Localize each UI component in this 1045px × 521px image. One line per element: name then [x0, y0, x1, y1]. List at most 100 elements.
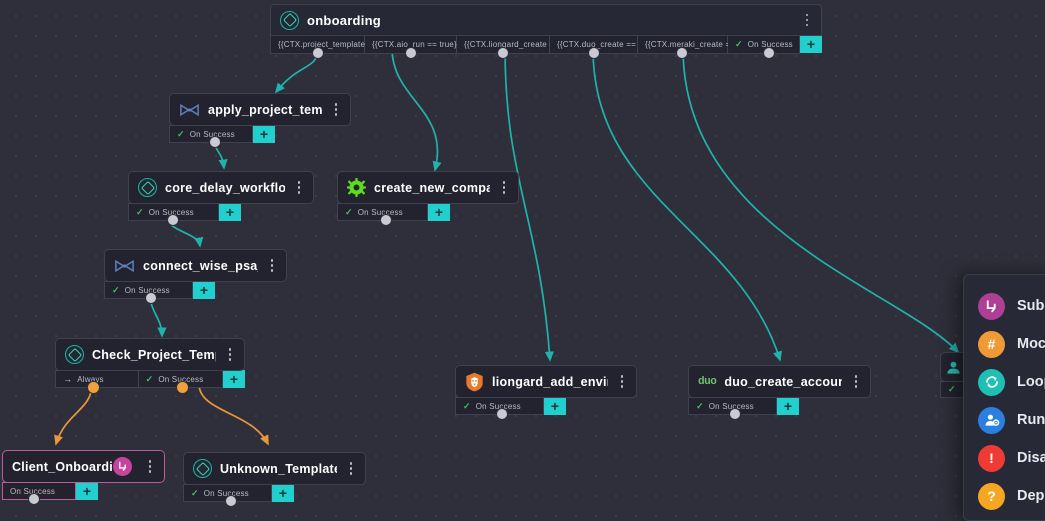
node-menu-button[interactable]	[222, 345, 238, 365]
port-connector-dot[interactable]	[589, 48, 599, 58]
node-header[interactable]: core_delay_workflow_for_...	[128, 171, 314, 204]
port-on-success[interactable]: ✓ On Success	[128, 203, 219, 225]
node-ports: On Success +	[2, 482, 165, 504]
port-on-success[interactable]: ✓ On Success	[183, 484, 272, 506]
port-always[interactable]: → Always	[55, 370, 139, 393]
add-node-button[interactable]: +	[428, 203, 450, 221]
node-menu-button[interactable]	[328, 100, 344, 120]
menu-item-disable[interactable]: ! Disal	[978, 439, 1045, 477]
node-menu-button[interactable]	[291, 178, 307, 198]
node-ports: → Always ✓ On Success +	[55, 370, 245, 393]
workflow-badge-icon	[138, 178, 157, 197]
port-connector-dot[interactable]	[381, 215, 391, 225]
add-node-button[interactable]: +	[223, 370, 245, 388]
menu-item-loop[interactable]: Loop	[978, 363, 1045, 401]
node-liongard-add-environment[interactable]: liongard_add_environment... ✓ On Success…	[455, 365, 637, 419]
port-connector-dot[interactable]	[730, 409, 740, 419]
add-node-button[interactable]: +	[193, 281, 215, 299]
port-on-success[interactable]: ✓ On Success	[138, 370, 223, 393]
port-connector-dot[interactable]	[497, 409, 507, 419]
node-header[interactable]: connect_wise_psa_update...	[104, 249, 287, 282]
node-menu-button[interactable]	[614, 372, 630, 392]
add-node-button[interactable]: +	[272, 484, 294, 502]
menu-item-run[interactable]: Run	[978, 401, 1045, 439]
node-title: Check_Project_Template	[92, 347, 216, 362]
add-node-button[interactable]: +	[219, 203, 241, 221]
port-on-success[interactable]: ✓ On Success	[337, 203, 428, 225]
port-on-success[interactable]: ✓ On Success	[455, 397, 544, 419]
node-menu-button[interactable]	[142, 457, 158, 477]
node-header[interactable]: Unknown_Template	[183, 452, 366, 485]
node-ports: ✓ On Success +	[688, 397, 871, 419]
node-ports: ✓ On Success +	[337, 203, 519, 225]
node-unknown-template[interactable]: Unknown_Template ✓ On Success +	[183, 452, 366, 506]
port-connector-dot[interactable]	[226, 496, 236, 506]
node-menu-button[interactable]	[496, 178, 512, 198]
node-menu-button[interactable]	[264, 256, 280, 276]
check-icon: ✓	[136, 206, 144, 217]
add-node-button[interactable]: +	[76, 482, 98, 500]
port-on-success[interactable]: ✓ On Success	[728, 35, 800, 58]
check-icon: ✓	[463, 400, 471, 411]
node-header[interactable]: duo duo_create_account	[688, 365, 871, 398]
port-connector-dot[interactable]	[176, 381, 188, 393]
port-duo-create[interactable]: {{CTX.duo_create == true}}	[550, 35, 659, 58]
node-apply-project-template[interactable]: apply_project_template ✓ On Success +	[169, 93, 351, 147]
node-core-delay-workflow[interactable]: core_delay_workflow_for_... ✓ On Success…	[128, 171, 314, 225]
check-icon: ✓	[112, 284, 120, 295]
node-context-menu[interactable]: Sub- # Mock Loop Run ! Disal ? Depr	[963, 274, 1045, 521]
node-title: Client_Onboarding	[12, 459, 113, 474]
port-on-success[interactable]: ✓ On Success	[104, 281, 193, 303]
port-connector-dot[interactable]	[88, 381, 99, 393]
run-as-user-icon	[978, 406, 1005, 434]
menu-item-sub-workflow[interactable]: Sub-	[978, 287, 1045, 325]
port-connector-dot[interactable]	[498, 48, 508, 58]
node-onboarding-header[interactable]: onboarding	[270, 4, 822, 36]
port-project-template-id[interactable]: {{CTX.project_template_id...	[270, 35, 383, 58]
node-duo-create-account[interactable]: duo duo_create_account ✓ On Success +	[688, 365, 871, 419]
menu-item-deprecate[interactable]: ? Depr	[978, 477, 1045, 515]
menu-item-label: Depr	[1017, 488, 1045, 504]
workflow-badge-icon	[65, 345, 84, 364]
node-check-project-template[interactable]: Check_Project_Template → Always ✓ On Suc…	[55, 338, 245, 393]
node-header[interactable]: Client_Onboarding	[2, 450, 165, 483]
node-header[interactable]: liongard_add_environment...	[455, 365, 637, 398]
port-on-success[interactable]: ✓ On Success	[169, 125, 253, 147]
node-menu-button[interactable]	[343, 459, 359, 479]
node-title: duo_create_account	[724, 374, 842, 389]
port-on-success[interactable]: On Success	[2, 482, 76, 504]
node-title: connect_wise_psa_update...	[143, 258, 258, 273]
port-connector-dot[interactable]	[168, 215, 178, 225]
port-connector-dot[interactable]	[406, 48, 416, 58]
port-connector-dot[interactable]	[210, 137, 220, 147]
port-on-success[interactable]: ✓ On Success	[688, 397, 777, 419]
node-header[interactable]: apply_project_template	[169, 93, 351, 126]
check-icon: ✓	[177, 128, 185, 139]
node-ports: ✓ On Success +	[128, 203, 314, 225]
node-onboarding-menu-button[interactable]	[799, 10, 815, 30]
port-connector-dot[interactable]	[29, 494, 39, 504]
port-connector-dot[interactable]	[146, 293, 156, 303]
add-node-button[interactable]: +	[544, 397, 566, 415]
add-node-button[interactable]: +	[800, 35, 822, 53]
node-onboarding[interactable]: onboarding {{CTX.project_template_id... …	[270, 4, 822, 58]
port-liongard-create[interactable]: {{CTX.liongard_create == t...	[457, 35, 571, 58]
port-connector-dot[interactable]	[313, 48, 323, 58]
node-client-onboarding[interactable]: Client_Onboarding On Success +	[2, 450, 165, 504]
check-icon: ✓	[345, 206, 353, 217]
add-node-button[interactable]: +	[253, 125, 275, 143]
node-header[interactable]: create_new_company	[337, 171, 519, 204]
add-node-button[interactable]: +	[777, 397, 799, 415]
node-connect-wise-psa-update[interactable]: connect_wise_psa_update... ✓ On Success …	[104, 249, 287, 303]
node-create-new-company[interactable]: create_new_company ✓ On Success +	[337, 171, 519, 225]
port-connector-dot[interactable]	[764, 48, 774, 58]
port-meraki-create[interactable]: {{CTX.meraki_create == tr...	[638, 35, 750, 58]
port-connector-dot[interactable]	[677, 48, 687, 58]
node-menu-button[interactable]	[848, 372, 864, 392]
menu-item-mock[interactable]: # Mock	[978, 325, 1045, 363]
check-icon: ✓	[191, 487, 199, 498]
port-aio-run[interactable]: {{CTX.aio_run == true}}	[365, 35, 460, 58]
node-header[interactable]: Check_Project_Template	[55, 338, 245, 371]
menu-item-label: Loop	[1017, 374, 1045, 390]
